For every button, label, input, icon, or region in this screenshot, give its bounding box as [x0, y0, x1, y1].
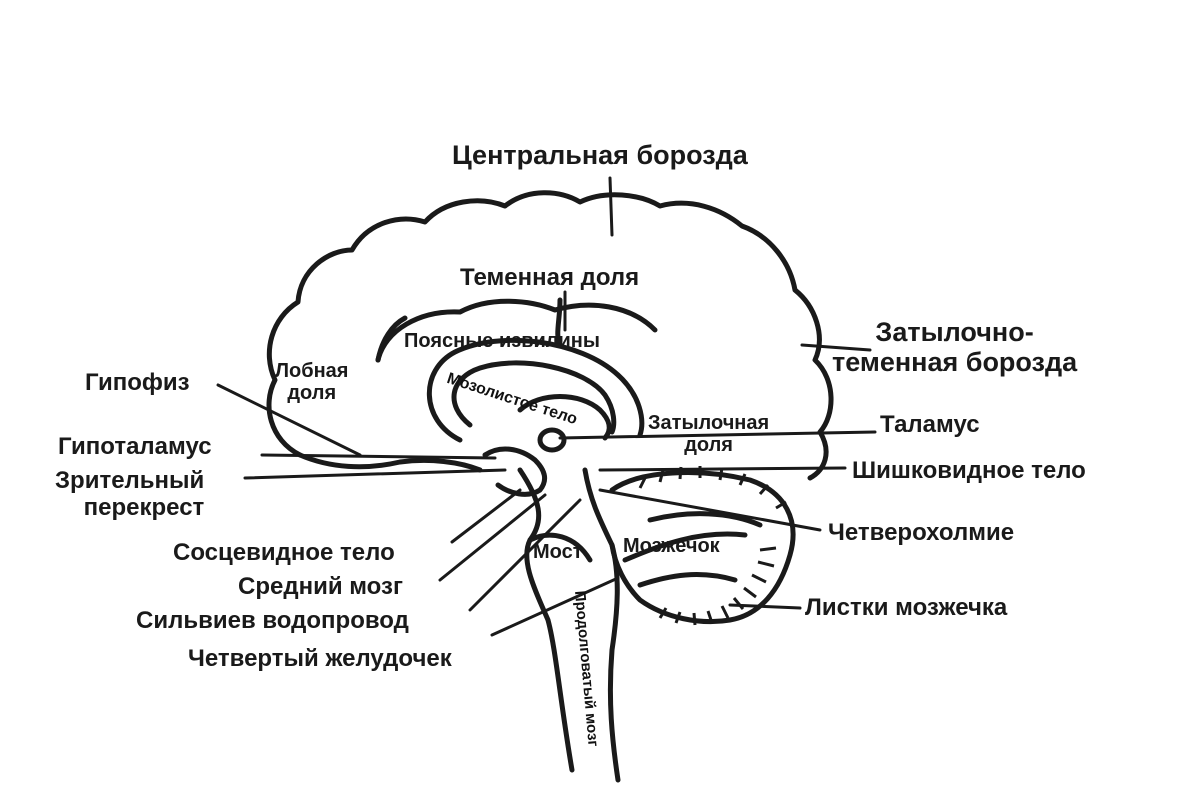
pons-shape [527, 532, 593, 563]
parietal-sulcus [555, 297, 563, 348]
label-sylvian-aqueduct: Сильвиев водопровод [136, 607, 409, 634]
leader-pineal [598, 466, 847, 472]
label-cerebellum: Мозжечок [623, 535, 720, 557]
fornix [517, 394, 612, 441]
label-thalamus: Таламус [880, 411, 980, 438]
label-mammillary-body: Сосцевидное тело [173, 539, 395, 566]
corpus-callosum-outer [426, 337, 645, 443]
corpus-callosum-inner [451, 360, 617, 435]
label-parietal-lobe: Теменная доля [460, 264, 640, 291]
label-central-sulcus: Центральная борозда [452, 140, 748, 170]
leader-folia [728, 603, 802, 610]
cerebellar-folia-marks [638, 466, 787, 626]
leader-central-sulcus [608, 176, 614, 237]
label-fourth-ventricle: Четвертый желудочек [188, 645, 452, 672]
leader-pituitary [216, 383, 362, 457]
leader-aqueduct [468, 498, 582, 612]
diencephalon [482, 446, 548, 497]
cerebrum-outline [266, 190, 834, 481]
leader-quadrigemina [598, 488, 822, 532]
label-pineal-body: Шишковидное тело [852, 457, 1086, 484]
thalamus-shape [537, 427, 567, 453]
label-occipital-lobe: Затылочная доля [648, 412, 770, 457]
leader-thalamus [558, 430, 877, 440]
brainstem-left [517, 467, 575, 773]
label-pons: Мост [533, 541, 583, 563]
label-optic-chiasm: Зрительный перекрест [55, 467, 205, 521]
leader-midbrain [438, 493, 547, 582]
label-quadrigemina: Четверохолмие [828, 519, 1015, 546]
label-cerebellar-folia: Листки мозжечка [805, 594, 1008, 621]
label-frontal-lobe: Лобная доля [275, 360, 349, 405]
leader-fourth-ventricle [490, 576, 620, 637]
cerebrum-base [297, 452, 483, 473]
frontal-sulcus [375, 315, 408, 363]
leader-optic-chiasm [243, 468, 507, 480]
cerebellum-outline [609, 470, 796, 625]
leader-mammillary [450, 488, 522, 544]
label-midbrain: Средний мозг [238, 573, 403, 600]
label-pituitary: Гипофиз [85, 369, 190, 396]
label-hypothalamus: Гипоталамус [58, 433, 212, 460]
arbor-vitae [622, 511, 763, 588]
medial-contour [375, 298, 658, 363]
leader-parieto-occipital [800, 343, 872, 352]
label-cingulate-gyri: Поясные извилины [404, 330, 600, 352]
leader-hypothalamus [260, 453, 497, 460]
label-parieto-occipital-sulcus: Затылочно- теменная борозда [832, 317, 1078, 378]
brainstem-right [582, 467, 621, 783]
